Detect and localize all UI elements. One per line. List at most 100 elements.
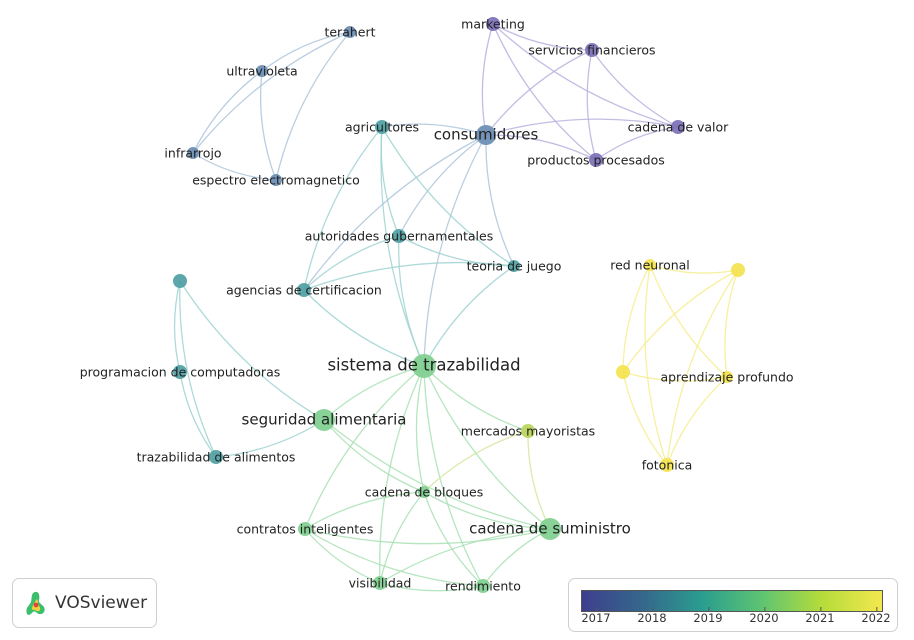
node-contratos[interactable]: contratos inteligentes: [237, 522, 374, 537]
node-seguridad[interactable]: seguridad alimentaria: [242, 409, 407, 431]
link-agricultores-sistema: [380, 126, 425, 367]
node-circle-terahert[interactable]: [344, 26, 356, 38]
node-servicios[interactable]: servicios financieros: [528, 43, 655, 58]
node-espectro[interactable]: espectro electromagnetico: [192, 173, 360, 188]
link-contratos-cadena_sum: [304, 528, 551, 545]
node-circle-trazabilidad_alim[interactable]: [209, 450, 223, 464]
link-sistema-seguridad: [323, 365, 425, 421]
node-circle-visibilidad[interactable]: [373, 576, 387, 590]
link-terahert-ultravioleta: [261, 31, 351, 72]
node-label-agencias: agencias de certificacion: [226, 283, 382, 298]
node-n_unlabeled[interactable]: [173, 274, 187, 288]
link-cadena_bloques-contratos: [304, 491, 425, 530]
node-fotonica[interactable]: fotonica: [642, 458, 693, 473]
node-circle-espectro[interactable]: [270, 174, 282, 186]
node-circle-cadena_bloques[interactable]: [418, 486, 430, 498]
node-circle-autoridades[interactable]: [392, 229, 406, 243]
node-mercados[interactable]: mercados mayoristas: [461, 424, 595, 439]
link-red_neuronal-y_left: [622, 264, 651, 373]
node-label-cadena_sum: cadena de suministro: [469, 520, 631, 538]
node-circle-cadena_sum[interactable]: [539, 518, 561, 540]
node-circle-red_neuronal[interactable]: [644, 259, 656, 271]
node-label-aprendizaje: aprendizaje profundo: [660, 370, 793, 385]
node-circle-y_right[interactable]: [731, 263, 745, 277]
link-mercados-cadena_bloques: [423, 430, 529, 493]
node-ultravioleta[interactable]: ultravioleta: [226, 64, 297, 79]
node-circle-n_unlabeled[interactable]: [173, 274, 187, 288]
node-label-infrarrojo: infrarrojo: [164, 146, 221, 161]
link-sistema-cadena_bloques: [415, 365, 425, 493]
node-circle-y_left[interactable]: [616, 365, 630, 379]
node-label-rendimiento: rendimiento: [445, 579, 521, 594]
link-n_unlabeled-trazabilidad_alim: [179, 280, 217, 458]
link-sistema-cadena_sum: [423, 365, 551, 530]
node-red_neuronal[interactable]: red neuronal: [610, 258, 690, 273]
link-cadena_valor-consumidores: [485, 118, 679, 136]
node-trazabilidad_alim[interactable]: trazabilidad de alimentos: [137, 450, 296, 465]
node-agencias[interactable]: agencias de certificacion: [226, 283, 382, 298]
node-rendimiento[interactable]: rendimiento: [445, 579, 521, 594]
node-y_right[interactable]: [731, 263, 745, 277]
node-aprendizaje[interactable]: aprendizaje profundo: [660, 370, 793, 385]
node-circle-ultravioleta[interactable]: [256, 65, 268, 77]
node-consumidores[interactable]: consumidores: [434, 125, 539, 145]
node-circle-contratos[interactable]: [298, 522, 312, 536]
node-label-contratos: contratos inteligentes: [237, 522, 374, 537]
node-label-productos: productos procesados: [527, 153, 665, 168]
node-cadena_valor[interactable]: cadena de valor: [628, 120, 729, 135]
node-terahert[interactable]: terahert: [324, 25, 375, 40]
link-sistema-contratos: [304, 365, 425, 530]
link-n_unlabeled-programacion: [173, 280, 181, 373]
node-label-marketing: marketing: [461, 17, 525, 32]
link-n_unlabeled-seguridad: [179, 280, 325, 421]
link-consumidores-agencias: [303, 134, 487, 291]
node-circle-sistema[interactable]: [412, 354, 436, 378]
node-circle-consumidores[interactable]: [476, 125, 496, 145]
node-circle-aprendizaje[interactable]: [721, 371, 733, 383]
link-mercados-cadena_sum: [527, 430, 551, 530]
node-circle-cadena_valor[interactable]: [671, 120, 685, 134]
link-marketing-consumidores: [481, 23, 494, 136]
node-circle-marketing[interactable]: [486, 17, 500, 31]
node-circle-servicios[interactable]: [585, 43, 599, 57]
node-productos[interactable]: productos procesados: [527, 153, 665, 168]
node-programacion[interactable]: programacion de computadoras: [80, 365, 281, 380]
node-circle-seguridad[interactable]: [313, 409, 335, 431]
link-autoridades-sistema: [398, 235, 425, 367]
node-circle-agricultores[interactable]: [375, 120, 389, 134]
node-circle-programacion[interactable]: [173, 365, 187, 379]
link-y_left-aprendizaje: [622, 371, 728, 382]
node-circle-productos[interactable]: [589, 153, 603, 167]
vosviewer-logo: VOSviewer: [12, 578, 157, 628]
node-circle-mercados[interactable]: [521, 424, 535, 438]
node-cadena_bloques[interactable]: cadena de bloques: [365, 485, 483, 500]
link-cadena_bloques-cadena_sum: [423, 491, 551, 530]
node-circle-infrarrojo[interactable]: [187, 147, 199, 159]
legend-tick-2017: 2017: [581, 607, 611, 625]
node-marketing[interactable]: marketing: [461, 17, 525, 32]
link-trazabilidad_alim-seguridad: [215, 419, 325, 458]
node-circle-agencias[interactable]: [297, 283, 311, 297]
link-cadena_bloques-rendimiento: [423, 491, 484, 587]
node-circle-rendimiento[interactable]: [476, 579, 490, 593]
link-consumidores-agricultores: [381, 123, 487, 136]
node-teoria[interactable]: teoria de juego: [467, 259, 562, 274]
node-visibilidad[interactable]: visibilidad: [349, 576, 412, 591]
link-sistema-visibilidad: [379, 365, 425, 584]
node-y_left[interactable]: [616, 365, 630, 379]
node-sistema[interactable]: sistema de trazabilidad: [327, 354, 521, 378]
node-autoridades[interactable]: autoridades gubernamentales: [305, 229, 493, 244]
node-cadena_sum[interactable]: cadena de suministro: [469, 518, 631, 540]
link-cadena_bloques-visibilidad: [379, 491, 425, 584]
link-consumidores-teoria: [485, 134, 515, 267]
node-circle-teoria[interactable]: [508, 260, 520, 272]
node-infrarrojo[interactable]: infrarrojo: [164, 146, 221, 161]
node-agricultores[interactable]: agricultores: [345, 120, 419, 135]
link-red_neuronal-fotonica: [644, 264, 668, 466]
link-marketing-cadena_valor: [492, 23, 679, 128]
node-label-teoria: teoria de juego: [467, 259, 562, 274]
link-y_right-aprendizaje: [724, 269, 739, 378]
node-circle-fotonica[interactable]: [660, 458, 674, 472]
link-contratos-visibilidad: [304, 528, 381, 584]
